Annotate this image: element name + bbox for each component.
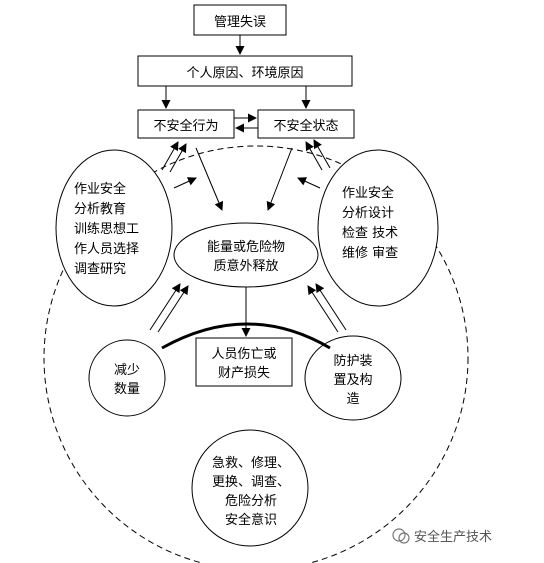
- label-causes: 个人原因、环境原因: [186, 65, 304, 81]
- ellipse-left-measures: [55, 149, 173, 307]
- ellipse-protection: [304, 335, 402, 421]
- label-right-measures: 作业安全 分析设计 检查 技术 维修 审查: [342, 186, 399, 261]
- double-arrow-reduce-to-energy: [149, 283, 189, 333]
- label-unsafe-state: 不安全状态: [273, 118, 339, 134]
- label-protection: 防护装 置及构 造: [333, 353, 373, 407]
- box-unsafe-behavior: [137, 109, 235, 139]
- arrow-right-measures-to-energy-path: [297, 177, 321, 189]
- arrow-behavior-to-energy: [195, 147, 224, 211]
- label-left-measures: 作业安全 分析教育 训练思想工 作人员选择 调查研究: [74, 182, 140, 277]
- box-causes: [137, 55, 353, 87]
- label-bottom-measures: 急救、修理、 更换、调查、 危险分析 安全意识: [211, 456, 290, 528]
- label-reduce-quantity: 减少 数量: [113, 363, 140, 397]
- box-casualty: [195, 337, 293, 387]
- label-casualty: 人员伤亡或 财产损失: [211, 347, 277, 381]
- double-arrow-left-to-behavior: [161, 141, 187, 173]
- circle-reduce-quantity: [88, 339, 166, 417]
- box-management-error: [193, 4, 287, 36]
- system-boundary-dashed-circle: [43, 145, 469, 563]
- box-unsafe-state: [257, 109, 355, 139]
- double-arrow-right-to-state: [305, 139, 331, 171]
- watermark-text: 安全生产技术: [414, 530, 493, 545]
- barrier-arc: [161, 322, 331, 350]
- label-unsafe-behavior: 不安全行为: [153, 118, 219, 134]
- arrow-state-to-energy: [266, 147, 293, 211]
- circle-bottom-measures: [191, 429, 309, 547]
- arrow-left-measures-to-energy-path: [173, 177, 197, 189]
- ellipse-right-measures: [317, 149, 439, 307]
- label-management-error: 管理失误: [213, 14, 266, 30]
- watermark: 安全生产技术: [392, 526, 492, 545]
- double-arrow-protection-to-energy: [307, 283, 347, 333]
- wechat-icon: [392, 527, 410, 544]
- label-energy-release: 能量或危险物 质意外释放: [206, 240, 285, 274]
